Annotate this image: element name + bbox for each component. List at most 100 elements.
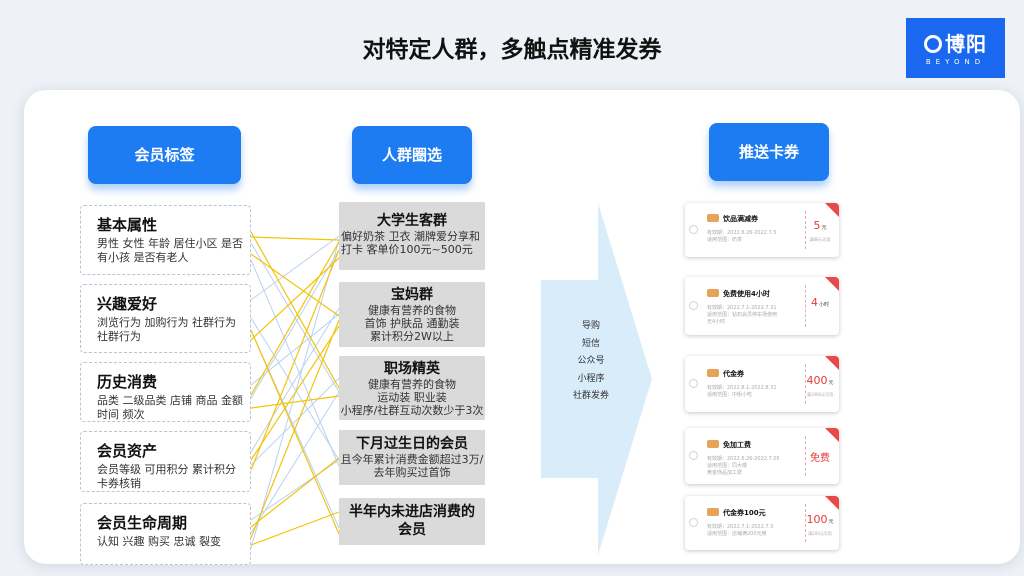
tag-desc: 浏览行为 加购行为 社群行为 社群行为 (97, 316, 236, 343)
coupon-scope: 适用范围：钻石会员停车场使用 (707, 312, 778, 318)
coupon-name: 代金券100元 (723, 509, 766, 517)
tag-title: 基本属性 (97, 216, 158, 234)
group-desc-line: 累计积分2W以上 (370, 330, 454, 343)
group-birthday-members: 下月过生日的会员 且今年累计消费金额超过3万/ 去年购买过首饰 (339, 430, 485, 485)
coupon-card-parking: 免费使用4小时 有效期：2022.7.1-2022.7.31 适用范围：钻石会员… (685, 277, 839, 335)
group-desc-line: 首饰 护肤品 通勤装 (364, 317, 460, 330)
connector-line-gold (250, 457, 340, 528)
group-desc-line: 打卡 客单价100元~500元 (341, 243, 473, 256)
coupon-scope: 适用范围：奶茶 (707, 237, 743, 243)
coupon-divider (805, 436, 806, 476)
coupon-validity: 有效期：2022.6.26-2022.7.5 (707, 230, 777, 236)
channel-list: 导购 短信 公众号 小程序 社群发券 (560, 318, 622, 406)
coupon-corner-badge (825, 428, 839, 442)
coupon-notch-icon (689, 451, 698, 460)
tag-desc: 品类 二级品类 店铺 商品 金额 时间 频次 (97, 394, 243, 421)
connector-line-blue (250, 259, 340, 467)
coupon-amount-value: 400 (806, 374, 828, 387)
coupon-name: 免加工费 (723, 441, 751, 449)
connector-line-blue (250, 235, 340, 301)
connector-line-blue (250, 249, 340, 399)
page-title: 对特定人群，多触点精准发券 (362, 37, 662, 63)
group-desc-line: 去年购买过首饰 (373, 466, 451, 479)
channel-item: 社群发券 (572, 391, 609, 401)
group-title-line2: 会员 (398, 522, 426, 538)
coupon-scope: 适用范围：店铺满200元用 (707, 531, 767, 537)
coupon-unit: 元 (821, 225, 827, 231)
coupon-amount-value: 4 (810, 296, 818, 309)
connector-line-gold (250, 325, 340, 461)
coupon-card-free-processing: 免加工费 有效期：2022.6.26-2022.7.05 适用范围：同大楼 黄金… (685, 428, 839, 484)
tag-purchase-history: 历史消费 品类 二级品类 店铺 商品 金额 时间 频次 (80, 362, 251, 422)
coupon-amount: 5元 (803, 219, 837, 232)
flow-arrow-icon (541, 203, 652, 555)
coupon-notch-icon (689, 379, 698, 388)
connector-line-blue (250, 307, 340, 453)
tag-desc: 男性 女性 年龄 居住小区 是否有小孩 是否有老人 (97, 237, 243, 264)
connector-line-gold (250, 241, 340, 396)
group-college-students: 大学生客群 偏好奶茶 卫衣 潮牌爱分享和 打卡 客单价100元~500元 (339, 202, 485, 270)
coupon-amount: 4小时 (803, 296, 837, 309)
logo-mark-icon (924, 35, 942, 53)
coupon-note: 满200元可用 (808, 531, 832, 536)
connector-line-gold (250, 257, 340, 341)
coupon-unit: 元 (828, 519, 834, 525)
coupon-divider (805, 504, 806, 542)
coupon-name: 代金券 (723, 370, 744, 378)
group-title: 职场精英 (384, 361, 440, 377)
tag-title: 会员资产 (97, 442, 158, 460)
coupon-corner-badge (825, 277, 839, 291)
coupon-name: 免费使用4小时 (723, 290, 770, 298)
logo-subtext: BEYOND (925, 58, 986, 66)
coupon-validity: 有效期：2022.7.1-2022.7.3 (707, 524, 774, 530)
group-professionals: 职场精英 健康有营养的食物 运动装 职业装 小程序/社群互动次数少于3次 (339, 356, 485, 420)
coupon-amount-value: 免费 (810, 453, 830, 464)
group-title: 下月过生日的会员 (356, 436, 468, 452)
member-tags-header: 会员标签 (88, 126, 241, 184)
coupon-notch-icon (689, 225, 698, 234)
connector-lines (250, 231, 340, 549)
tag-basic-attributes: 基本属性 男性 女性 年龄 居住小区 是否有小孩 是否有老人 (80, 205, 251, 275)
tag-desc: 认知 兴趣 购买 忠诚 裂变 (97, 535, 221, 548)
coupon-scope: 适用范围：中街小吃 (707, 392, 753, 398)
coupon-note: 满1000元可用 (806, 392, 834, 397)
connector-line-gold (250, 395, 340, 409)
coupon-amount: 100元 (803, 513, 837, 526)
ticket-icon (707, 508, 719, 516)
ticket-icon (707, 289, 719, 297)
coupon-notch-icon (689, 301, 698, 310)
coupon-validity: 有效期：2022.6.26-2022.7.05 (707, 456, 780, 462)
ticket-icon (707, 369, 719, 377)
tag-member-lifecycle: 会员生命周期 认知 兴趣 购买 忠诚 裂变 (80, 503, 251, 565)
connector-line-gold (250, 329, 340, 535)
channel-item: 公众号 (577, 356, 605, 366)
coupon-amount: 400元 (803, 374, 837, 387)
coupon-amount: 免费 (803, 449, 837, 464)
channel-item: 短信 (581, 338, 600, 349)
connector-line-gold (250, 249, 340, 471)
group-desc-line: 健康有营养的食物 (368, 378, 456, 391)
group-title: 大学生客群 (377, 213, 447, 229)
coupon-corner-badge (825, 496, 839, 510)
crowd-select-header: 人群圈选 (352, 126, 472, 184)
coupon-validity: 有效期：2022.7.1-2022.7.31 (707, 305, 777, 311)
coupon-divider (805, 285, 806, 327)
coupon-card-voucher-400: 代金券 有效期：2022.8.1-2022.8.31 适用范围：中街小吃 400… (685, 356, 839, 412)
coupon-divider (805, 211, 806, 249)
coupon-divider (805, 364, 806, 404)
connector-line-blue (250, 377, 340, 466)
coupon-amount-value: 5 (813, 219, 821, 232)
group-desc-line: 运动装 职业装 (377, 391, 447, 404)
group-moms: 宝妈群 健康有营养的食物 首饰 护肤品 通勤装 累计积分2W以上 (339, 282, 485, 347)
group-desc-line: 小程序/社群互动次数少于3次 (340, 404, 484, 417)
coupon-validity: 有效期：2022.8.1-2022.8.31 (707, 385, 777, 391)
ticket-icon (707, 440, 719, 448)
coupon-unit: 元 (828, 380, 834, 386)
tag-member-assets: 会员资产 会员等级 可用积分 累计积分 卡券核销 (80, 431, 251, 492)
tag-interests: 兴趣爱好 浏览行为 加购行为 社群行为 社群行为 (80, 284, 251, 353)
connector-line-blue (250, 317, 340, 461)
coupon-unit: 小时 (818, 302, 829, 308)
connector-line-gold (250, 236, 340, 241)
tag-desc: 会员等级 可用积分 累计积分 卡券核销 (97, 463, 236, 490)
